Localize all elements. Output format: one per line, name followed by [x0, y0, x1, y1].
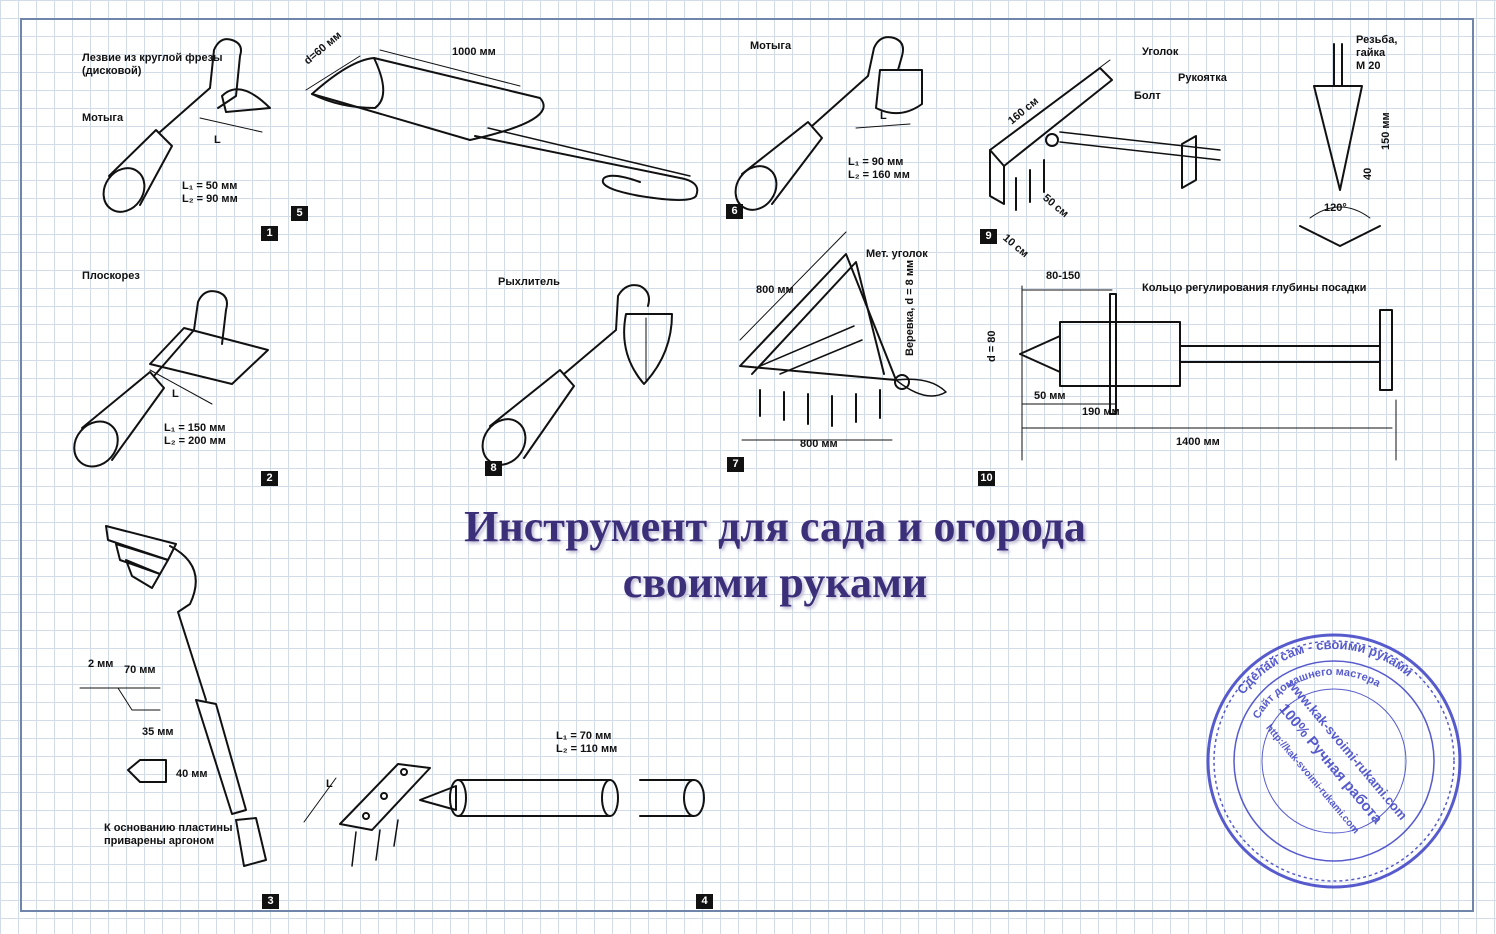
- stamp-line3: www.kak-svoimi-rukami.com: [1284, 676, 1411, 823]
- fig10-tip-label: 50 мм: [1034, 390, 1066, 402]
- fig6-number: 6: [726, 204, 743, 219]
- fig1-dimensions: L₁ = 50 мм L₂ = 90 мм: [182, 180, 238, 205]
- fig5-scoop-drawing: [305, 49, 699, 201]
- fig10-body-label: 190 мм: [1082, 406, 1120, 418]
- fig7-angle-label: Мет. уголок: [866, 248, 928, 260]
- fig10-bulb-planter-drawing: [1019, 285, 1397, 461]
- handmade-stamp: Сделай сам - своими руками Сайт домашнег…: [1206, 633, 1462, 889]
- fig10-total-label: 1400 мм: [1176, 436, 1220, 448]
- fig5-length-label: 1000 мм: [452, 46, 496, 58]
- fig2-dimensions: L₁ = 150 мм L₂ = 200 мм: [164, 422, 226, 447]
- fig9-bolt-label: Болт: [1134, 90, 1161, 102]
- fig2-number: 2: [261, 471, 278, 486]
- page-title-line2: своими руками: [622, 558, 928, 607]
- fig8-number: 8: [485, 461, 502, 476]
- fig3-width-label: 70 мм: [124, 664, 156, 676]
- fig9-number: 9: [980, 229, 997, 244]
- fig8-ripper-label: Рыхлитель: [498, 276, 560, 288]
- fig3-number: 3: [262, 894, 279, 909]
- fig10-diameter-label: d = 80: [986, 330, 998, 363]
- fig10-ring-label: Кольцо регулирования глубины посадки: [1142, 282, 1367, 294]
- fig2-length-label: L: [172, 388, 179, 400]
- fig4-length-label: L: [326, 778, 333, 790]
- fig9-angle-label: Уголок: [1142, 46, 1179, 58]
- fig6-hoe-drawing: [734, 36, 923, 211]
- fig6-length-label: L: [880, 110, 887, 122]
- fig7-number: 7: [727, 457, 744, 472]
- blueprint-frame: [20, 18, 1474, 912]
- fig3-welding-note: К основанию пластины приварены аргоном: [104, 822, 233, 847]
- fig2-flat-cutter-label: Плоскорез: [82, 270, 140, 282]
- fig5-number: 5: [291, 206, 308, 221]
- planting-spike-drawing: [1299, 43, 1381, 247]
- fig3-depth-label: 35 мм: [142, 726, 174, 738]
- fig7-harrow-drawing: [739, 231, 947, 441]
- fig7-rope-label: Веревка, d = 8 мм: [904, 259, 916, 356]
- fig6-dimensions: L₁ = 90 мм L₂ = 160 мм: [848, 156, 910, 181]
- fig9-planter-drawing: [989, 59, 1221, 211]
- fig4-number: 4: [696, 894, 713, 909]
- fig3-rake-drawing: [79, 525, 267, 867]
- fig4-dimensions: L₁ = 70 мм L₂ = 110 мм: [556, 730, 618, 755]
- fig3-thickness-label: 2 мм: [88, 658, 114, 670]
- fig1-number: 1: [261, 226, 278, 241]
- fig1-length-label: L: [214, 134, 221, 146]
- page-title-line1: Инструмент для сада и огорода: [464, 502, 1086, 551]
- fig8-ripper-drawing: [481, 284, 673, 466]
- spike-angle-label: 120°: [1324, 202, 1347, 214]
- fig6-hoe-label: Мотыга: [750, 40, 792, 52]
- fig10-range-label: 80-150: [1046, 270, 1081, 282]
- fig10-number: 10: [978, 471, 995, 486]
- spike-length-label: 150 мм: [1380, 112, 1392, 150]
- spike-thread-label: Резьба, гайка М 20: [1356, 34, 1398, 72]
- fig9-handle-label: Рукоятка: [1178, 72, 1227, 84]
- fig2-flat-cutter-drawing: [73, 290, 269, 468]
- fig1-blade-label: Лезвие из круглой фрезы (дисковой): [82, 52, 223, 77]
- fig7-side-label: 800 мм: [756, 284, 794, 296]
- fig1-hoe-drawing: [102, 38, 271, 213]
- fig4-cultivator-drawing: [303, 763, 705, 867]
- fig1-hoe-label: Мотыга: [82, 112, 124, 124]
- fig3-height-label: 40 мм: [176, 768, 208, 780]
- fig7-base-label: 800 мм: [800, 438, 838, 450]
- spike-tip-label: 40: [1362, 167, 1374, 180]
